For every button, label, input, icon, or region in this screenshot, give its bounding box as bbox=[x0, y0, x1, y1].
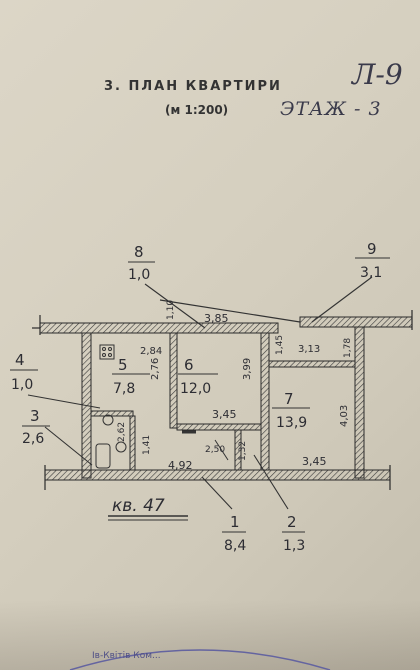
dim-345a: 3,45 bbox=[212, 408, 237, 421]
room-6-number: 6 bbox=[184, 356, 194, 374]
bathtub-icon bbox=[95, 443, 111, 469]
dim-345b: 3,45 bbox=[302, 455, 327, 468]
dim-403: 4,03 bbox=[339, 405, 350, 427]
dim-284: 2,84 bbox=[140, 346, 162, 357]
fraction-bars bbox=[112, 373, 310, 409]
dim-492: 4,92 bbox=[168, 459, 193, 472]
room-labels: 8 1,0 9 3,1 4 1,0 3 2,6 5 7,8 6 12,0 7 1… bbox=[11, 240, 382, 554]
stove-burner-icon bbox=[108, 353, 112, 357]
dim-313: 3,13 bbox=[298, 344, 320, 355]
room-1-number: 1 bbox=[230, 513, 240, 531]
wall-right bbox=[354, 326, 365, 479]
stove-burner-icon bbox=[108, 347, 112, 351]
dim-145: 1,45 bbox=[275, 335, 285, 355]
dim-250: 2,50 bbox=[205, 445, 225, 455]
leader-room-2 bbox=[253, 454, 289, 510]
room-2-area: 1,3 bbox=[283, 538, 305, 554]
wall-partition-5-6 bbox=[169, 332, 178, 429]
dim-276: 2,76 bbox=[150, 358, 161, 380]
balcony-diagonal bbox=[159, 299, 301, 323]
room-8-number: 8 bbox=[134, 243, 144, 261]
room-3-number: 3 bbox=[30, 407, 40, 425]
room-2-number: 2 bbox=[287, 513, 297, 531]
stove-burner-icon bbox=[102, 353, 106, 357]
dim-141: 1,41 bbox=[142, 435, 152, 455]
room-4-number: 4 bbox=[15, 351, 25, 369]
paper-fold-shadow bbox=[0, 600, 420, 670]
plan-scale: (м 1:200) bbox=[165, 103, 229, 117]
leader-room-1 bbox=[201, 476, 233, 510]
room-7-number: 7 bbox=[284, 390, 294, 408]
room-9-number: 9 bbox=[367, 240, 377, 258]
dim-385: 3,85 bbox=[204, 312, 229, 325]
wall-bath-right bbox=[129, 415, 136, 471]
room-6-area: 12,0 bbox=[180, 381, 211, 397]
room-9-area: 3,1 bbox=[360, 265, 382, 281]
dimension-labels: 3,85 1,10 2,84 2,76 3,99 1,45 3,13 1,78 … bbox=[117, 300, 353, 472]
toilet-icon bbox=[115, 441, 127, 453]
room-3-area: 2,6 bbox=[22, 431, 44, 447]
handwritten-code: Л-9 bbox=[352, 58, 403, 91]
sink-icon bbox=[102, 414, 114, 426]
room-7-area: 13,9 bbox=[276, 415, 307, 431]
room-5-area: 7,8 bbox=[113, 381, 135, 397]
room-8-area: 1,0 bbox=[128, 267, 150, 283]
stamp-text: Ів-Квітів Ком... bbox=[92, 651, 161, 661]
dim-399: 3,99 bbox=[242, 358, 253, 380]
wall-top-left bbox=[39, 322, 279, 334]
room-4-area: 1,0 bbox=[11, 377, 33, 393]
fixtures bbox=[95, 344, 229, 469]
leader-room-8 bbox=[144, 283, 206, 329]
dim-132: 1,32 bbox=[238, 441, 248, 461]
extension-lines bbox=[32, 310, 413, 490]
wall-top-right bbox=[299, 316, 413, 328]
handwritten-floor: ЭТАЖ - 3 bbox=[280, 98, 382, 120]
room-5-number: 5 bbox=[118, 356, 128, 374]
wall-left bbox=[81, 332, 92, 479]
wall-corridor bbox=[176, 423, 262, 431]
door-swing-icon bbox=[214, 439, 229, 461]
dim-110: 1,10 bbox=[166, 300, 176, 320]
apartment-number: кв. 47 bbox=[112, 496, 165, 516]
walls bbox=[39, 316, 413, 481]
stove-icon bbox=[99, 344, 115, 360]
stove-burner-icon bbox=[102, 347, 106, 351]
wall-balcony-inner bbox=[268, 360, 356, 368]
plan-title: 3. ПЛАН КВАРТИРИ bbox=[104, 79, 282, 94]
wall-wc bbox=[234, 429, 242, 471]
room-1-area: 8,4 bbox=[224, 538, 246, 554]
wall-bath-top bbox=[90, 410, 134, 417]
wall-partition-6-7 bbox=[260, 332, 270, 471]
leader-room-9 bbox=[311, 276, 373, 323]
leader-lines bbox=[10, 257, 390, 533]
dim-178: 1,78 bbox=[343, 338, 353, 358]
stamp-arc bbox=[69, 649, 331, 670]
wall-bottom bbox=[44, 469, 391, 481]
dim-262: 2,62 bbox=[117, 422, 127, 442]
